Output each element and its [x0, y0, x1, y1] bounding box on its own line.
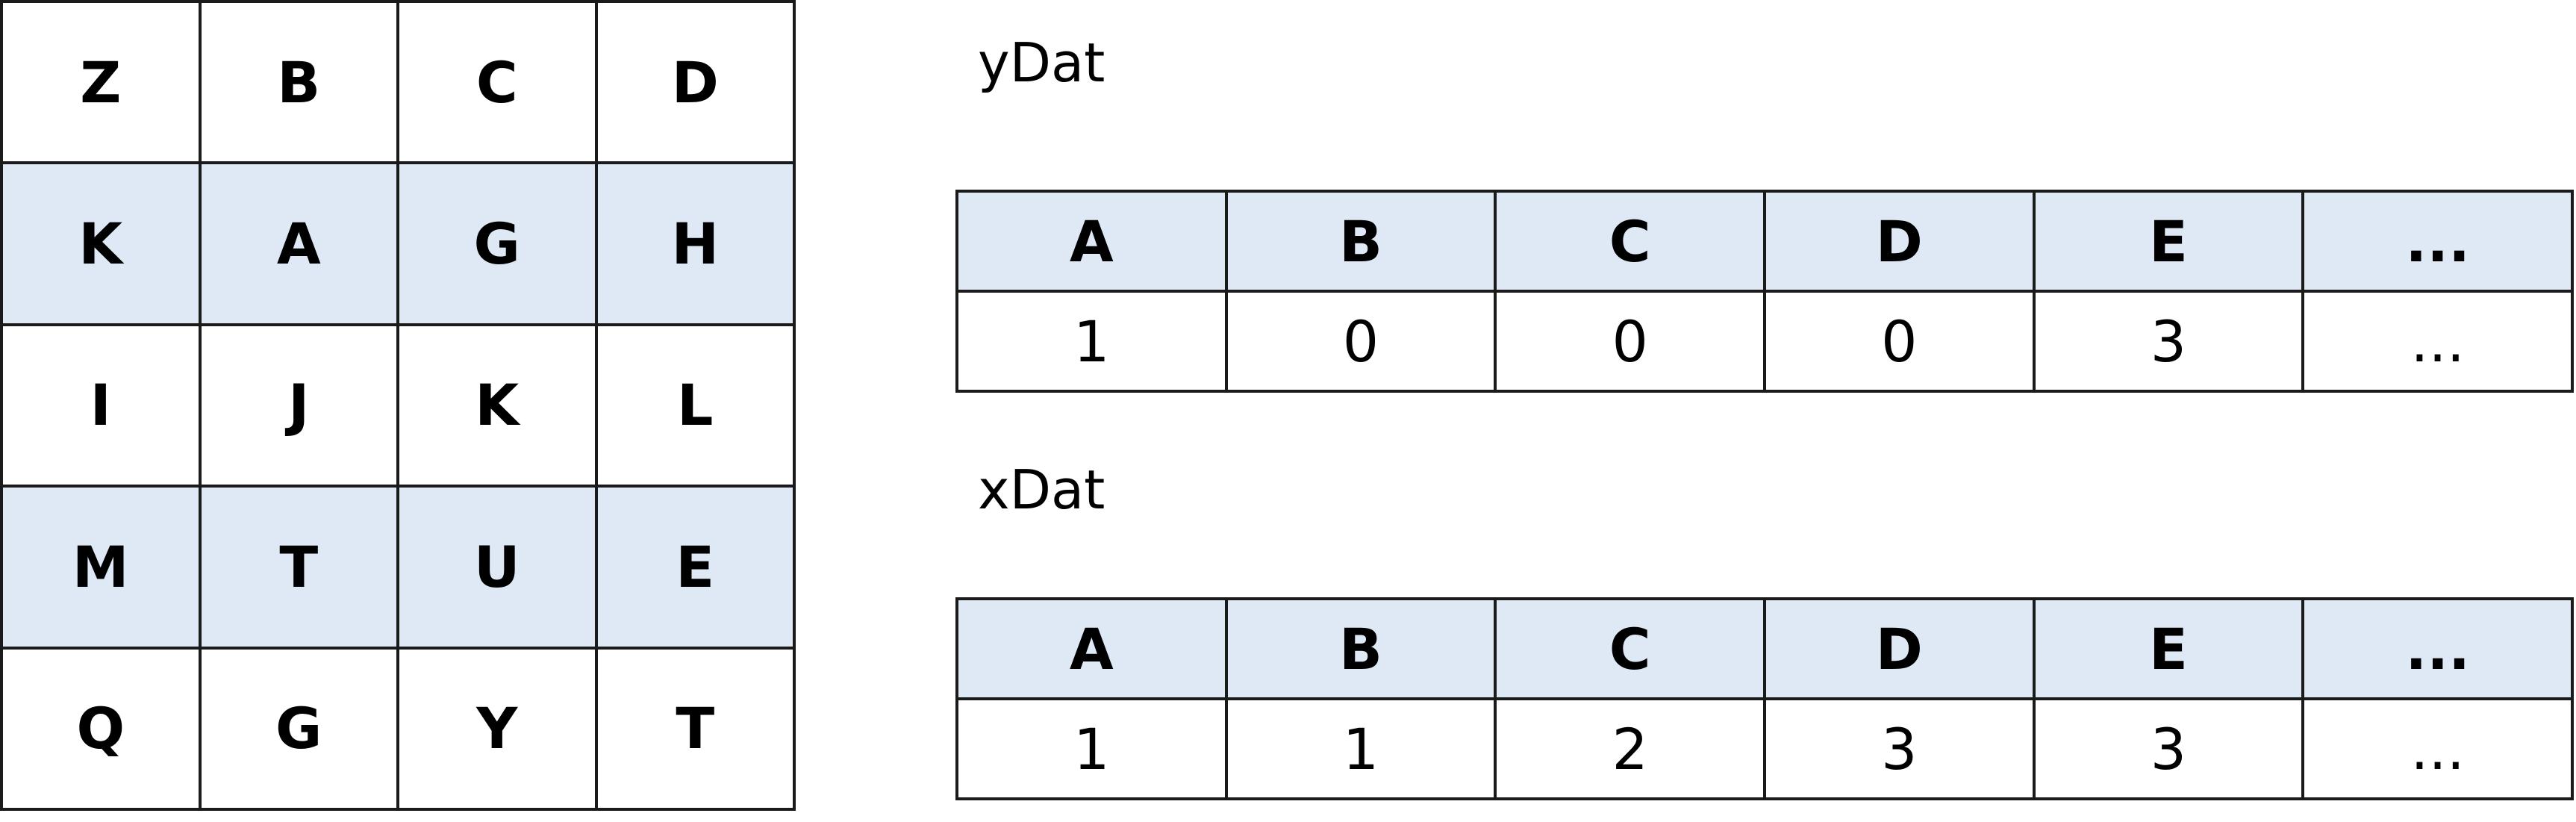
letter-grid: Z B C D K A G H I J K L M T U E Q G Y T — [0, 0, 796, 812]
xdat-value-cell: 3 — [1762, 697, 2036, 800]
grid-cell: C — [396, 0, 598, 165]
ydat-value-cell: 1 — [955, 290, 1228, 393]
grid-cell: M — [0, 485, 202, 650]
grid-cell: Y — [396, 646, 598, 812]
grid-cell: G — [198, 646, 399, 812]
grid-cell: K — [396, 323, 598, 488]
xdat-header-cell: D — [1762, 597, 2036, 700]
xdat-table: A B C D E ... 1 1 2 3 3 ... — [955, 597, 2574, 800]
ydat-header-cell: E — [2032, 190, 2305, 293]
grid-cell: I — [0, 323, 202, 488]
ydat-value-row: 1 0 0 0 3 ... — [955, 290, 2574, 393]
grid-cell: K — [0, 161, 202, 326]
grid-cell: T — [594, 646, 796, 812]
xdat-value-cell: 3 — [2032, 697, 2305, 800]
ydat-header-cell: ... — [2301, 190, 2574, 293]
ydat-value-cell: 3 — [2032, 290, 2305, 393]
grid-row-highlighted: M T U E — [0, 485, 796, 650]
grid-row: Z B C D — [0, 0, 796, 165]
grid-cell: U — [396, 485, 598, 650]
ydat-header-cell: A — [955, 190, 1228, 293]
grid-cell: D — [594, 0, 796, 165]
ydat-value-cell: 0 — [1224, 290, 1497, 393]
grid-cell: Q — [0, 646, 202, 812]
grid-row: I J K L — [0, 323, 796, 488]
grid-cell: B — [198, 0, 399, 165]
xdat-value-cell: 1 — [955, 697, 1228, 800]
xdat-value-cell: 2 — [1494, 697, 1766, 800]
ydat-value-cell: ... — [2301, 290, 2574, 393]
xdat-value-cell: 1 — [1224, 697, 1497, 800]
grid-cell: L — [594, 323, 796, 488]
xdat-value-row: 1 1 2 3 3 ... — [955, 697, 2574, 800]
ydat-value-cell: 0 — [1494, 290, 1766, 393]
ydat-header-cell: B — [1224, 190, 1497, 293]
xdat-header-row: A B C D E ... — [955, 597, 2574, 700]
grid-cell: T — [198, 485, 399, 650]
xdat-header-cell: ... — [2301, 597, 2574, 700]
grid-cell: G — [396, 161, 598, 326]
xdat-header-cell: B — [1224, 597, 1497, 700]
ydat-label: yDat — [978, 31, 1105, 94]
xdat-label: xDat — [978, 458, 1105, 521]
ydat-header-cell: C — [1494, 190, 1766, 293]
ydat-table: A B C D E ... 1 0 0 0 3 ... — [955, 190, 2574, 393]
xdat-header-cell: A — [955, 597, 1228, 700]
grid-row: Q G Y T — [0, 646, 796, 812]
xdat-value-cell: ... — [2301, 697, 2574, 800]
grid-cell: Z — [0, 0, 202, 165]
xdat-header-cell: C — [1494, 597, 1766, 700]
grid-cell: H — [594, 161, 796, 326]
ydat-header-cell: D — [1762, 190, 2036, 293]
grid-cell: J — [198, 323, 399, 488]
grid-cell: A — [198, 161, 399, 326]
xdat-header-cell: E — [2032, 597, 2305, 700]
grid-row-highlighted: K A G H — [0, 161, 796, 326]
ydat-value-cell: 0 — [1762, 290, 2036, 393]
ydat-header-row: A B C D E ... — [955, 190, 2574, 293]
grid-cell: E — [594, 485, 796, 650]
